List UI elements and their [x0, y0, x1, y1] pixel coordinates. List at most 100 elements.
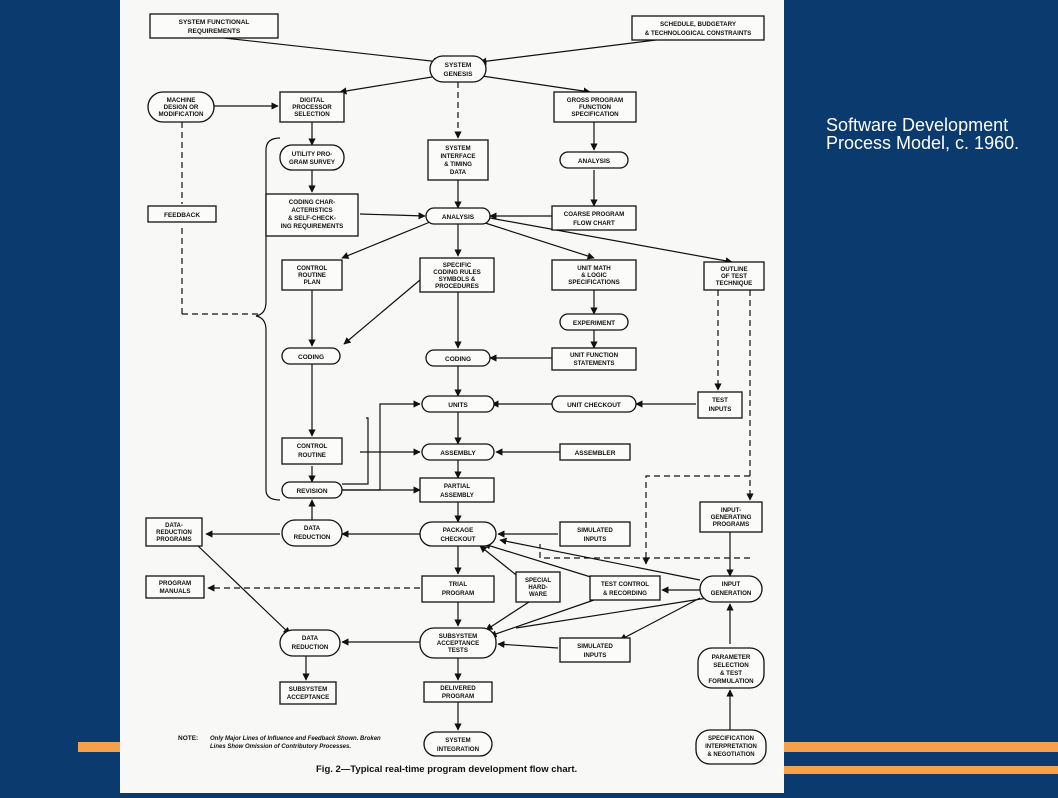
- node-label: & NEGOTIATION: [707, 752, 754, 758]
- node-label: SUBSYSTEM: [439, 633, 478, 640]
- node-delivered-program: DELIVERED PROGRAM: [423, 681, 493, 703]
- node-label: ASSEMBLY: [440, 492, 475, 499]
- node-label: SYSTEM: [445, 62, 472, 69]
- node-label: SPECIAL: [525, 578, 551, 584]
- node-label: UNITS: [448, 402, 468, 409]
- node-data-reduction-lower: DATA REDUCTION: [279, 629, 341, 657]
- node-label: SELECTION: [294, 111, 330, 118]
- node-label: INPUT-: [721, 507, 741, 514]
- node-coding-left: CODING: [281, 347, 341, 365]
- accent-stripe-right-2: [784, 766, 1058, 774]
- node-label: PROCEDURES: [435, 283, 479, 290]
- node-label: & TEST: [720, 670, 742, 677]
- node-label: CODING CHAR-: [289, 199, 335, 206]
- node-machine-design: MACHINE DESIGN OR MODIFICATION: [147, 91, 215, 123]
- node-label: WARE: [529, 592, 547, 598]
- node-label: PROGRAM: [159, 580, 191, 587]
- node-label: TEST CONTROL: [601, 581, 649, 588]
- node-label: EXPERIMENT: [573, 320, 615, 327]
- node-unit-math-logic-specs: UNIT MATH & LOGIC SPECIFICATIONS: [551, 259, 637, 291]
- node-label: & TIMING: [444, 161, 472, 168]
- node-label: CONTROL: [297, 265, 328, 272]
- node-label: PACKAGE: [443, 527, 473, 534]
- node-label: ASSEMBLER: [575, 450, 616, 457]
- note-label: NOTE:: [178, 735, 198, 742]
- node-label: GROSS PROGRAM: [567, 97, 623, 104]
- node-label: UNIT CHECKOUT: [567, 402, 621, 409]
- node-label: MODIFICATION: [159, 111, 204, 118]
- node-specification-interpretation: SPECIFICATION INTERPRETATION & NEGOTIATI…: [695, 729, 767, 765]
- node-label: DATA-: [165, 523, 183, 529]
- node-label: DIGITAL: [300, 97, 325, 104]
- note-text-line-2: Lines Show Omission of Contributory Proc…: [210, 744, 351, 750]
- node-system-interface-timing: SYSTEM INTERFACE & TIMING DATA: [427, 139, 489, 181]
- node-label: SPECIFICATIONS: [568, 279, 619, 286]
- node-label: ANALYSIS: [442, 214, 475, 221]
- node-label: MACHINE: [167, 97, 196, 104]
- node-label: GENESIS: [444, 71, 474, 78]
- node-label: FUNCTION: [579, 104, 611, 111]
- node-units: UNITS: [421, 395, 495, 413]
- node-label: DELIVERED: [440, 685, 476, 692]
- node-input-generating-programs: INPUT- GENERATING PROGRAMS: [699, 501, 763, 533]
- figure-note: NOTE: Only Major Lines of Influence and …: [178, 735, 381, 750]
- node-label: SPECIFICATION: [571, 111, 619, 118]
- node-label: COARSE PROGRAM: [564, 211, 625, 218]
- node-label: OF TEST: [721, 273, 747, 280]
- node-label: SYSTEM: [445, 737, 470, 744]
- node-label: OUTLINE: [720, 266, 747, 273]
- node-label: CODING: [298, 354, 324, 361]
- node-label: PROGRAM: [442, 693, 474, 700]
- flowchart-diagram: SYSTEM FUNCTIONAL REQUIREMENTS SCHEDULE,…: [145, 13, 767, 775]
- node-label: SIMULATED: [577, 527, 613, 534]
- node-schedule-constraints: SCHEDULE, BUDGETARY & TECHNOLOGICAL CONS…: [631, 15, 765, 41]
- node-label: SPECIFICATION: [708, 736, 754, 742]
- node-label: ROUTINE: [298, 272, 326, 279]
- node-label: SUBSYSTEM: [289, 686, 328, 693]
- accent-stripe-right-1: [784, 742, 1058, 752]
- node-utility-program-survey: UTILITY PRO- GRAM SURVEY: [279, 144, 345, 171]
- node-label: TECHNIQUE: [716, 280, 752, 287]
- node-label: SYMBOLS &: [439, 276, 476, 283]
- node-label: REQUIREMENTS: [188, 28, 241, 35]
- node-label: INPUTS: [584, 536, 607, 543]
- node-label: ACCEPTANCE: [287, 694, 330, 701]
- node-label: SPECIFIC: [443, 262, 472, 269]
- node-assembly: ASSEMBLY: [421, 443, 495, 461]
- node-label: CODING: [445, 356, 471, 363]
- node-label: PARTIAL: [444, 483, 471, 490]
- node-label: ACCEPTANCE: [437, 640, 480, 647]
- node-coding-center: CODING: [425, 349, 491, 367]
- node-label: GRAM SURVEY: [289, 159, 336, 166]
- connectors: [181, 36, 754, 731]
- node-label: ACTERISTICS: [291, 207, 332, 214]
- node-gross-program-function: GROSS PROGRAM FUNCTION SPECIFICATION: [553, 91, 637, 123]
- node-label: REDUCTION: [294, 534, 331, 541]
- node-parameter-selection: PARAMETER SELECTION & TEST FORMULATION: [697, 647, 765, 689]
- node-label: CHECKOUT: [440, 536, 475, 543]
- node-label: SIMULATED: [577, 643, 613, 650]
- node-label: UNIT FUNCTION: [570, 352, 619, 359]
- node-test-control-recording: TEST CONTROL & RECORDING: [589, 575, 661, 601]
- note-text-line-1: Only Major Lines of Influence and Feedba…: [210, 736, 381, 742]
- node-label: CONTROL: [297, 443, 328, 450]
- node-label: & RECORDING: [603, 590, 647, 597]
- node-label: ROUTINE: [298, 452, 326, 459]
- node-label: DATA: [302, 635, 319, 642]
- node-unit-function-statements: UNIT FUNCTION STATEMENTS: [551, 347, 637, 371]
- node-label: TRIAL: [449, 581, 467, 588]
- node-label: & LOGIC: [581, 272, 607, 279]
- node-label: INTEGRATION: [437, 746, 480, 753]
- node-special-hardware: SPECIAL HARD- WARE: [515, 571, 561, 603]
- node-label: UTILITY PRO-: [292, 151, 332, 158]
- node-simulated-inputs-upper: SIMULATED INPUTS: [559, 521, 631, 547]
- node-label: TESTS: [448, 647, 468, 654]
- node-assembler: ASSEMBLER: [559, 443, 631, 461]
- node-label: DATA: [304, 525, 321, 532]
- node-digital-processor-selection: DIGITAL PROCESSOR SELECTION: [279, 91, 345, 123]
- node-program-manuals: PROGRAM MANUALS: [145, 575, 205, 599]
- node-label: CODING RULES: [433, 269, 480, 276]
- node-outline-of-test-technique: OUTLINE OF TEST TECHNIQUE: [703, 261, 765, 291]
- node-subsystem-acceptance-tests: SUBSYSTEM ACCEPTANCE TESTS: [419, 627, 497, 659]
- node-label: & SELF-CHECK-: [288, 215, 336, 222]
